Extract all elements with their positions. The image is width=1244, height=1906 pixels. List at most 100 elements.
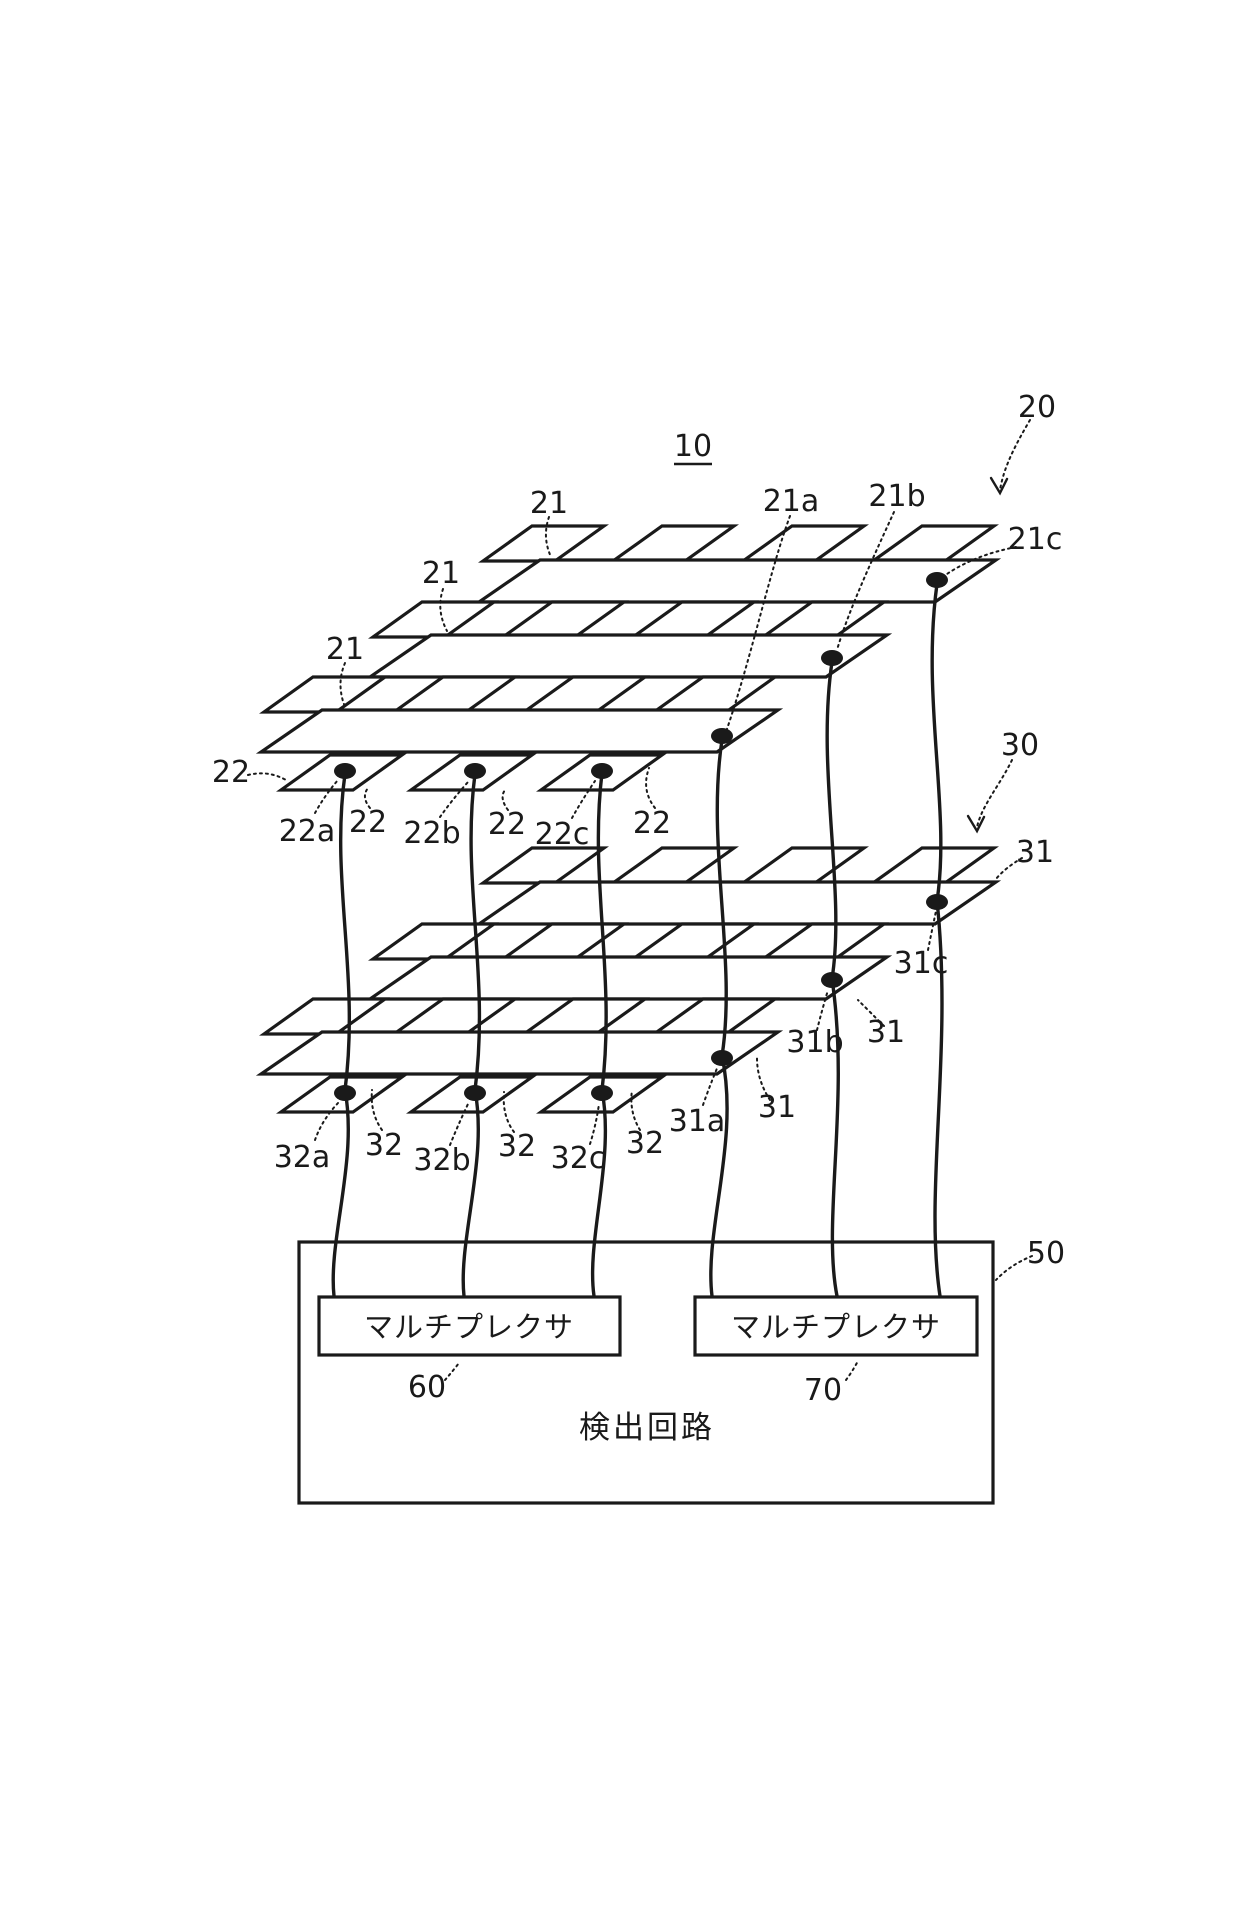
label-22-3: 22 (633, 806, 671, 841)
layer-20-electrode-group (259, 524, 998, 792)
electrode-pad (631, 922, 756, 961)
leader-31b (816, 989, 829, 1031)
electrode-pad (392, 997, 517, 1036)
leader-21c (946, 546, 1017, 575)
figure-number: 10 (674, 429, 712, 464)
leader-21-front (339, 662, 346, 708)
leader-21-back (545, 516, 552, 558)
terminal-dot-21a (711, 728, 733, 744)
label-31c: 31c (894, 946, 949, 981)
wire-22b-32b (461, 772, 482, 1298)
label-60: 60 (408, 1370, 446, 1405)
electrode-pad (871, 846, 996, 885)
arrowhead-30 (966, 814, 986, 834)
electrode-pad (611, 524, 736, 563)
leader-30-arrow (976, 759, 1013, 828)
label-22-2: 22 (488, 807, 526, 842)
label-32-1: 32 (365, 1128, 403, 1163)
electrode-strip-31-back (477, 880, 998, 926)
electrode-pad (522, 997, 647, 1036)
label-21c: 21c (1008, 522, 1063, 557)
label-32-2: 32 (498, 1129, 536, 1164)
electrode-pad (761, 922, 886, 961)
leader-20-arrow (999, 419, 1031, 491)
label-50: 50 (1027, 1236, 1065, 1271)
electrode-pad (522, 675, 647, 714)
label-21b: 21b (868, 479, 925, 514)
label-32b: 32b (413, 1143, 470, 1178)
label-21-middle: 21 (422, 556, 460, 591)
electrode-pad (761, 600, 886, 639)
electrode-pad (871, 524, 996, 563)
label-30: 30 (1001, 728, 1039, 763)
arrowhead-20 (989, 476, 1009, 496)
terminal-dot-31b (821, 972, 843, 988)
leader-31c (927, 910, 937, 951)
detection-circuit-label: 検出回路 (579, 1410, 715, 1446)
leader-22-1 (364, 787, 371, 809)
electrode-pad (501, 922, 626, 961)
label-32-3: 32 (626, 1126, 664, 1161)
electrode-pad (741, 846, 866, 885)
electrode-pad (371, 600, 496, 639)
electrode-strip-31-middle (368, 955, 889, 1001)
label-21-front: 21 (326, 632, 364, 667)
label-22-row: 22 (212, 755, 250, 790)
terminal-dot-32a (334, 1085, 356, 1101)
electrode-pad (481, 846, 606, 885)
wire-22a-32a (331, 772, 352, 1298)
layer-30-electrode-group (259, 846, 998, 1114)
leader-32-3 (630, 1089, 641, 1131)
leader-21b (836, 511, 895, 651)
electrode-strip-31-front (259, 1030, 780, 1076)
label-31-middle: 31 (867, 1015, 905, 1050)
mux-70-label: マルチプレクサ (731, 1310, 941, 1344)
wire-22c-32c (590, 771, 608, 1298)
terminal-dot-22c (591, 763, 613, 779)
electrode-pad (611, 846, 736, 885)
label-70: 70 (804, 1373, 842, 1408)
leader-22-3 (645, 767, 656, 809)
label-32c: 32c (551, 1141, 606, 1176)
leader-21a (726, 515, 791, 730)
electrode-pad (501, 600, 626, 639)
electrode-pad (652, 675, 777, 714)
mux-70-box (693, 1295, 979, 1357)
electrode-strip-21-front (259, 708, 780, 754)
label-22-1: 22 (349, 805, 387, 840)
label-31-front: 31 (758, 1090, 796, 1125)
detection-circuit-box (297, 1240, 995, 1505)
label-31-back: 31 (1016, 835, 1054, 870)
terminal-dot-31c (926, 894, 948, 910)
label-31a: 31a (669, 1104, 726, 1139)
label-32a: 32a (274, 1140, 331, 1175)
electrode-strip-21-back (477, 558, 998, 604)
electrode-strip-21-middle (368, 633, 889, 679)
leader-32b (449, 1103, 469, 1146)
label-22a: 22a (279, 814, 336, 849)
terminal-dot-32b (464, 1085, 486, 1101)
terminal-dot-22a (334, 763, 356, 779)
electrode-pad (631, 600, 756, 639)
terminal-dot-32c (591, 1085, 613, 1101)
leader-lines-group (247, 419, 1033, 1381)
leader-60 (444, 1362, 460, 1381)
label-31b: 31b (786, 1025, 843, 1060)
leader-32-2 (502, 1091, 515, 1133)
leader-31a (702, 1065, 719, 1106)
leader-32-1 (370, 1089, 383, 1131)
leader-22-2 (501, 789, 509, 811)
label-22c: 22c (535, 817, 590, 852)
terminal-dot-22b (464, 763, 486, 779)
label-22b: 22b (403, 816, 460, 851)
detection-circuit-group: マルチプレクサ マルチプレクサ 検出回路 (297, 1240, 995, 1505)
leader-31-middle (857, 999, 885, 1027)
label-21a: 21a (763, 484, 820, 519)
label-20: 20 (1018, 390, 1056, 425)
leader-22a (314, 779, 339, 814)
label-21-back: 21 (530, 486, 568, 521)
reference-numerals-group: 10 20 21 21 21 21a 21b 21c 22 22a 22 22b… (212, 390, 1065, 1408)
mux-60-label: マルチプレクサ (364, 1310, 574, 1344)
